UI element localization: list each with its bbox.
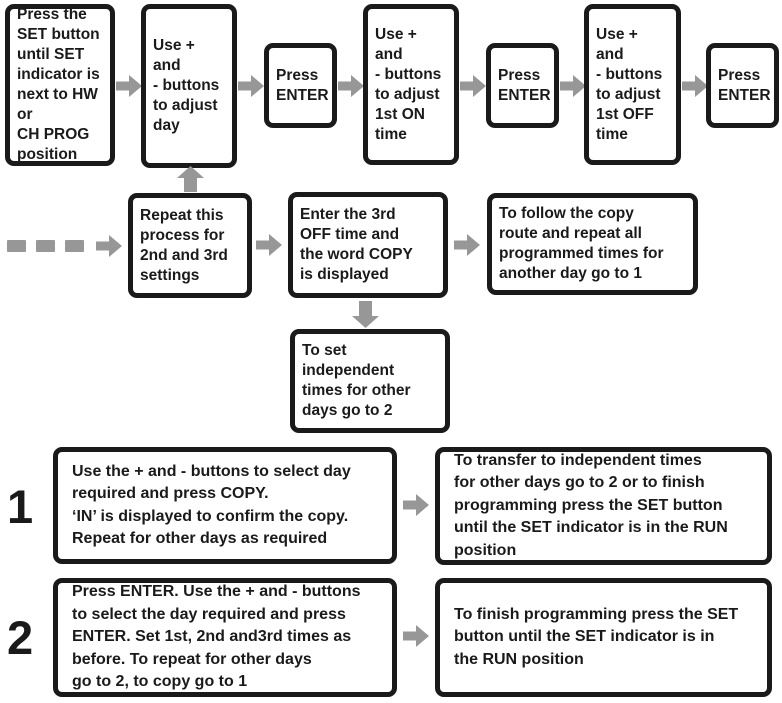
step-box-set-button: Press the SET button until SET indicator… xyxy=(5,4,115,166)
step-box-enter-3rd-off: Enter the 3rd OFF time and the word COPY… xyxy=(288,192,448,298)
arrow-right-icon xyxy=(454,234,480,256)
step-text: Press ENTER xyxy=(718,66,771,104)
dash-segment xyxy=(36,240,55,252)
arrow-right-icon xyxy=(460,75,486,97)
step-box-adjust-day: Use + and - buttons to adjust day xyxy=(141,4,237,168)
route1-box-transfer-finish: To transfer to independent times for oth… xyxy=(435,447,772,565)
route1-label: 1 xyxy=(7,480,34,533)
dash-segment xyxy=(65,240,84,252)
arrow-down-icon xyxy=(352,301,379,328)
step-text: Use + and - buttons to adjust 1st OFF ti… xyxy=(596,25,663,143)
arrow-right-icon xyxy=(401,494,431,516)
step-box-press-enter-1: Press ENTER xyxy=(264,43,337,128)
step-text: Press ENTER xyxy=(276,66,329,104)
step-box-repeat-process: Repeat this process for 2nd and 3rd sett… xyxy=(128,193,252,298)
arrow-right-icon xyxy=(116,75,142,97)
step-text: Enter the 3rd OFF time and the word COPY… xyxy=(300,206,413,283)
arrow-up-icon xyxy=(177,166,204,192)
step-text: Use the + and - buttons to select day re… xyxy=(72,462,351,548)
arrow-right-icon xyxy=(238,75,264,97)
arrow-right-icon xyxy=(256,234,282,256)
step-box-press-enter-2: Press ENTER xyxy=(486,43,559,128)
arrow-right-icon xyxy=(94,235,124,257)
step-text: Use + and - buttons to adjust 1st ON tim… xyxy=(375,25,442,143)
arrow-right-icon xyxy=(338,75,364,97)
step-text: Use + and - buttons to adjust day xyxy=(153,37,220,134)
step-text: Press ENTER. Use the + and - buttons to … xyxy=(72,583,361,691)
step-text: Repeat this process for 2nd and 3rd sett… xyxy=(140,206,228,284)
step-box-independent-times: To set independent times for other days … xyxy=(290,329,450,433)
route1-box-copy-days: Use the + and - buttons to select day re… xyxy=(53,447,397,564)
step-box-adjust-1st-off: Use + and - buttons to adjust 1st OFF ti… xyxy=(584,4,681,165)
step-text: Press the SET button until SET indicator… xyxy=(17,6,100,163)
step-box-press-enter-3: Press ENTER xyxy=(706,43,779,128)
route2-box-finish-programming: To finish programming press the SET butt… xyxy=(435,578,772,697)
arrow-right-icon xyxy=(401,625,431,647)
route2-box-independent-days: Press ENTER. Use the + and - buttons to … xyxy=(53,578,397,697)
arrow-right-icon xyxy=(682,75,708,97)
step-text: To follow the copy route and repeat all … xyxy=(499,205,664,282)
dash-segment xyxy=(7,240,26,252)
step-text: To set independent times for other days … xyxy=(302,342,411,419)
arrow-right-icon xyxy=(560,75,586,97)
route2-label: 2 xyxy=(7,611,34,664)
step-text: To finish programming press the SET butt… xyxy=(454,605,739,668)
step-box-adjust-1st-on: Use + and - buttons to adjust 1st ON tim… xyxy=(363,4,459,165)
step-box-follow-copy-route: To follow the copy route and repeat all … xyxy=(487,193,698,295)
step-text: To transfer to independent times for oth… xyxy=(454,451,728,559)
step-text: Press ENTER xyxy=(498,66,551,104)
